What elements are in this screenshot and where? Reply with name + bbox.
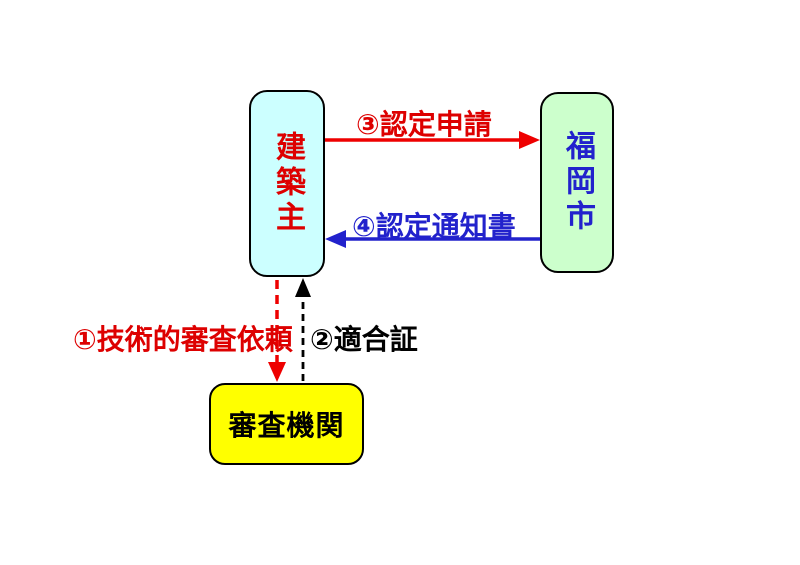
label-conformity-certificate: ②適合証	[310, 323, 418, 356]
label-technical-review-request: ①技術的審査依頼	[73, 323, 293, 356]
node-fukuoka-city-label: 福岡市	[560, 130, 595, 235]
arrow-conformity-certificate	[295, 278, 311, 381]
node-review-agency-label: 審査機関	[228, 409, 345, 442]
node-review-agency: 審査機関	[209, 383, 364, 465]
arrow-certification-application	[325, 131, 540, 149]
node-fukuoka-city: 福岡市	[540, 92, 614, 273]
arrow-technical-review-request	[268, 280, 286, 382]
label-certification-notice: ④認定通知書	[352, 210, 516, 243]
node-builder: 建築主	[249, 90, 325, 277]
node-builder-label: 建築主	[270, 131, 305, 236]
label-certification-application: ③認定申請	[356, 108, 492, 141]
